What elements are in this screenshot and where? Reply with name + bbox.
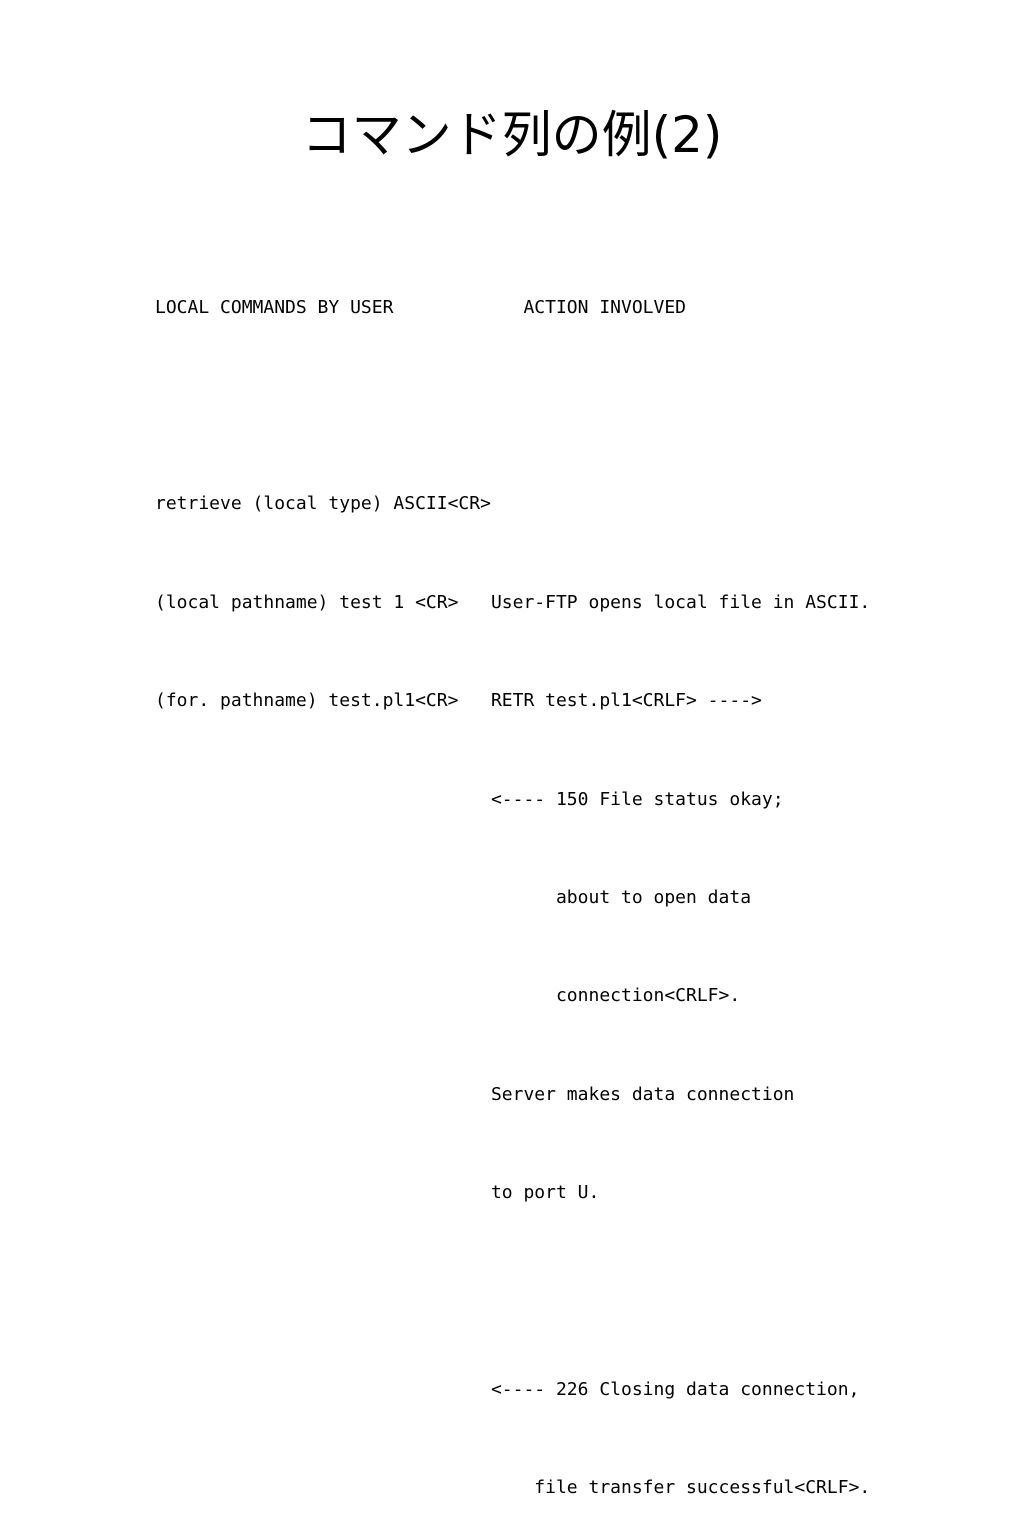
code-line: LOCAL COMMANDS BY USER ACTION INVOLVED: [155, 296, 687, 318]
code-line: file transfer successful<CRLF>.: [155, 1477, 871, 1499]
code-line: <---- 150 File status okay;: [155, 788, 784, 810]
slide-title: コマンド列の例(2): [301, 106, 723, 164]
code-line: Server makes data connection: [155, 1083, 795, 1105]
code-line: connection<CRLF>.: [155, 985, 741, 1007]
code-line: retrieve (local type) ASCII<CR>: [155, 493, 491, 515]
code-line: [155, 390, 995, 423]
code-line: about to open data: [155, 886, 752, 908]
slide: コマンド列の例(2) LOCAL COMMANDS BY USER ACTION…: [155, 106, 871, 1499]
code-line: to port U.: [155, 1182, 600, 1204]
code-line: <---- 226 Closing data connection,: [155, 1378, 860, 1400]
code-line: (local pathname) test 1 <CR> User-FTP op…: [155, 591, 871, 613]
command-sequence-block: LOCAL COMMANDS BY USER ACTION INVOLVED r…: [155, 226, 995, 1536]
code-line: [155, 1276, 995, 1309]
code-line: (for. pathname) test.pl1<CR> RETR test.p…: [155, 690, 762, 712]
